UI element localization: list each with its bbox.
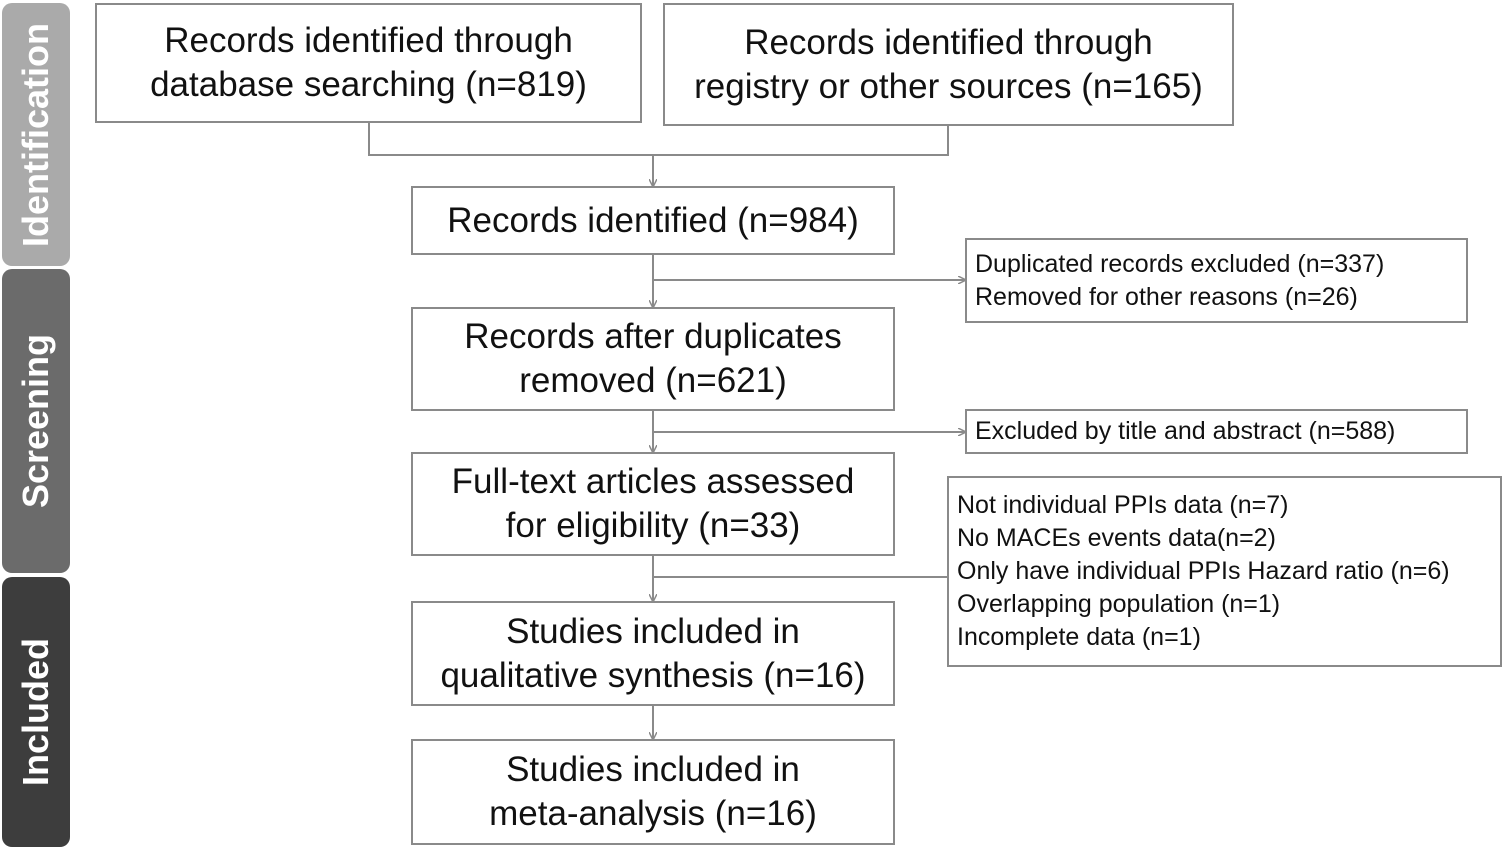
- box-after-duplicates: Records after duplicates removed (n=621): [411, 307, 895, 411]
- box-full-text-assessed: Full-text articles assessed for eligibil…: [411, 452, 895, 556]
- excl-duplicates-line-1: Duplicated records excluded (n=337): [975, 249, 1385, 278]
- box-identified-line-1: Records identified (n=984): [447, 200, 859, 240]
- box-qualitative-synthesis: Studies included in qualitative synthesi…: [411, 601, 895, 706]
- box-registry-sources: Records identified through registry or o…: [663, 3, 1234, 126]
- excl-title-line-1: Excluded by title and abstract (n=588): [975, 417, 1396, 445]
- box-meta-line-1: Studies included in: [506, 750, 800, 789]
- excl-duplicates-line-2: Removed for other reasons (n=26): [975, 282, 1358, 311]
- merge-line: [368, 122, 949, 156]
- box-qualitative-line-2: qualitative synthesis (n=16): [440, 655, 866, 695]
- box-after-duplicates-line-2: removed (n=621): [519, 361, 787, 400]
- excl-fulltext-line-4: Overlapping population (n=1): [957, 590, 1281, 618]
- box-database-line-2: database searching (n=819): [150, 65, 587, 104]
- box-meta-line-2: meta-analysis (n=16): [489, 794, 817, 833]
- box-qualitative-line-1: Studies included in: [506, 611, 800, 651]
- box-duplicates-excluded: Duplicated records excluded (n=337) Remo…: [965, 238, 1468, 323]
- box-full-text-excluded: Not individual PPIs data (n=7) No MACEs …: [947, 476, 1502, 667]
- box-registry-line-2: registry or other sources (n=165): [694, 66, 1203, 106]
- excl-fulltext-line-3: Only have individual PPIs Hazard ratio (…: [957, 557, 1450, 585]
- excl-fulltext-line-1: Not individual PPIs data (n=7): [957, 491, 1289, 519]
- box-title-abstract-excluded: Excluded by title and abstract (n=588): [965, 409, 1468, 454]
- stage-identification: Identification: [2, 3, 70, 266]
- box-after-duplicates-line-1: Records after duplicates: [464, 317, 842, 356]
- excl-fulltext-line-5: Incomplete data (n=1): [957, 623, 1201, 651]
- box-database-searching: Records identified through database sear…: [95, 3, 642, 123]
- box-full-text-line-2: for eligibility (n=33): [505, 506, 801, 545]
- box-meta-analysis: Studies included in meta-analysis (n=16): [411, 739, 895, 845]
- stage-screening: Screening: [2, 269, 70, 573]
- box-full-text-line-1: Full-text articles assessed: [451, 462, 855, 501]
- box-database-line-1: Records identified through: [164, 21, 573, 60]
- box-records-identified: Records identified (n=984): [411, 186, 895, 255]
- excl-fulltext-line-2: No MACEs events data(n=2): [957, 524, 1276, 552]
- box-registry-line-1: Records identified through: [744, 22, 1153, 62]
- stage-included: Included: [2, 577, 70, 847]
